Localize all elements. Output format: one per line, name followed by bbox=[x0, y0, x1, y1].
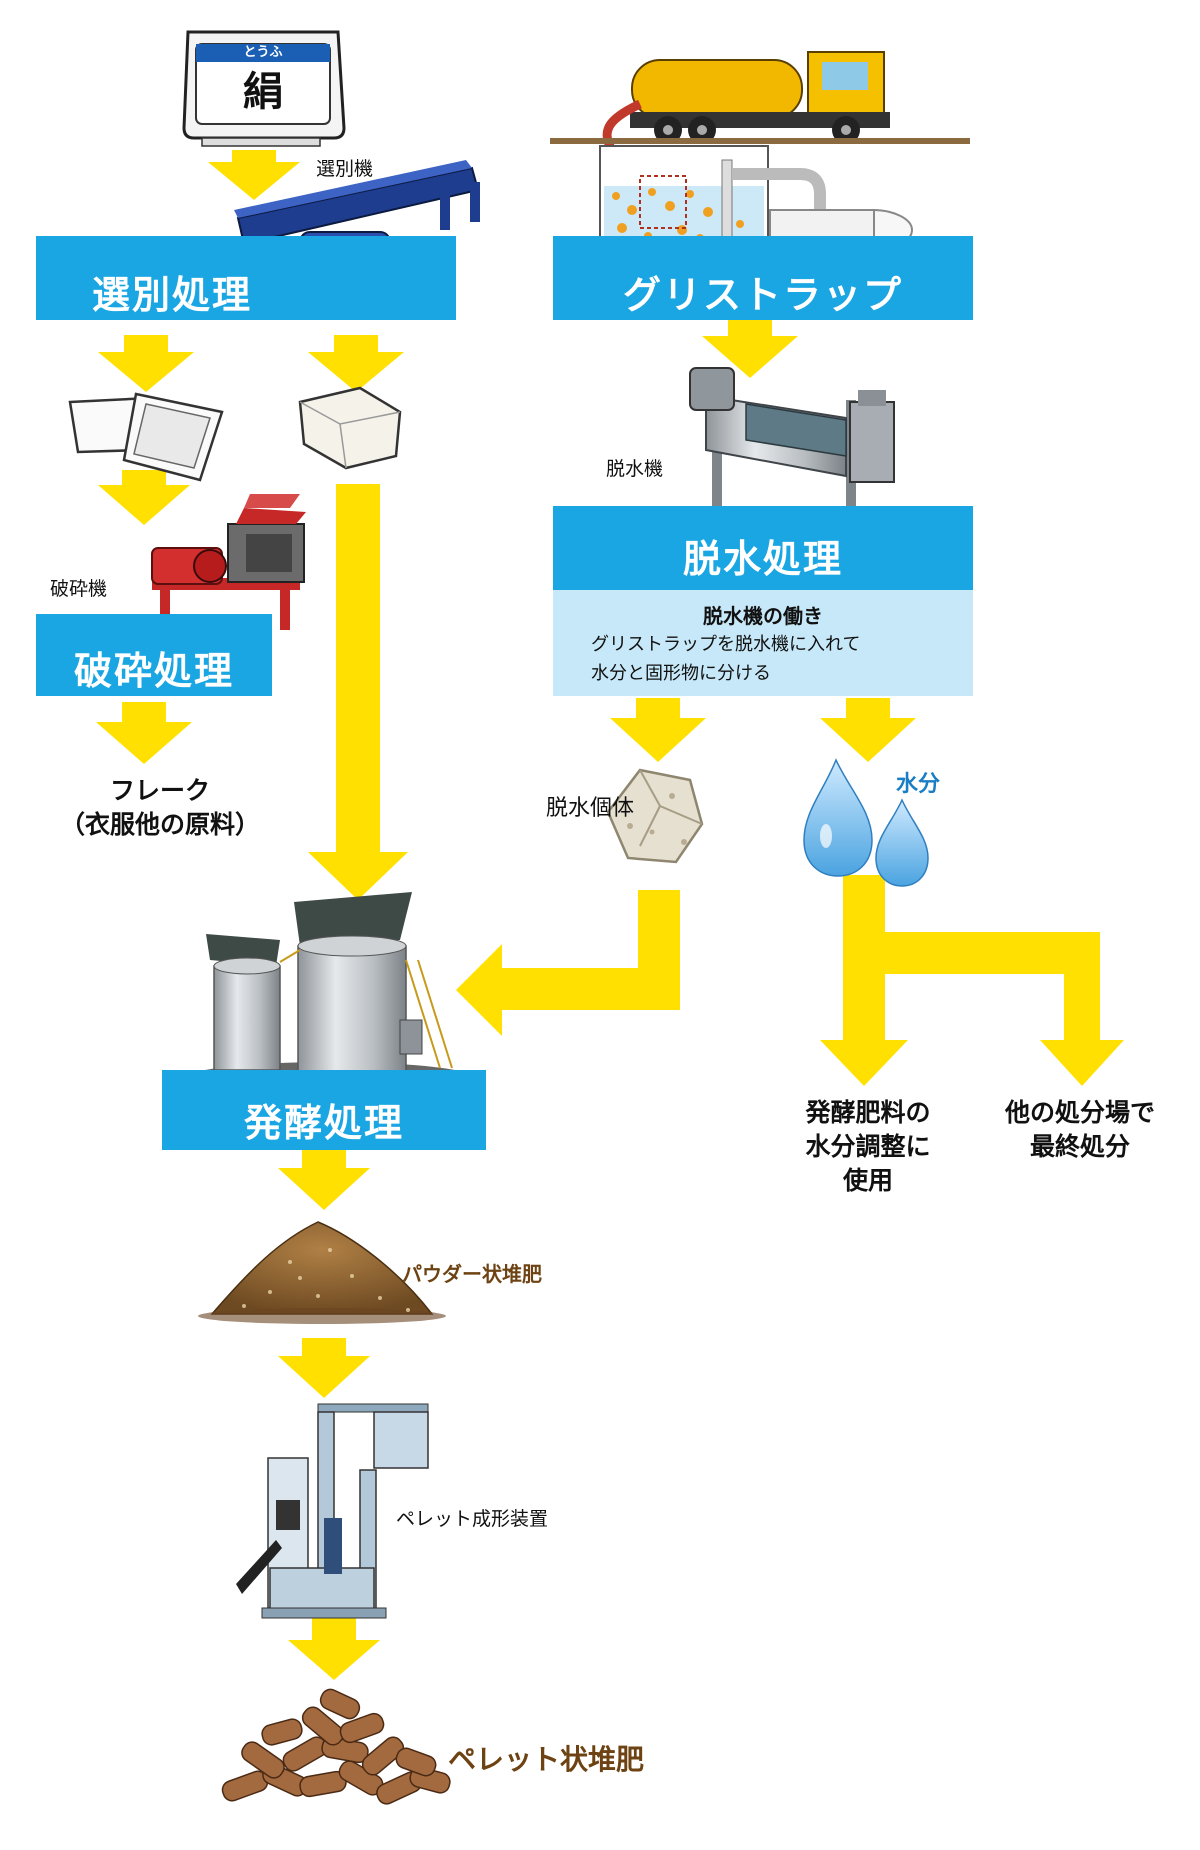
arrow-block-to-fermentation bbox=[308, 484, 408, 900]
tofu-pack-icon bbox=[182, 30, 346, 147]
screw-press-dehydrator-icon bbox=[689, 367, 906, 520]
plastic-tray-icon bbox=[68, 392, 224, 482]
arrow-tray-to-crusher bbox=[98, 470, 190, 525]
process-dehydration: 脱水処理 bbox=[553, 506, 973, 590]
final-disposal-label: 他の処分場で 最終処分 bbox=[980, 1096, 1180, 1164]
crusher-machine-icon bbox=[151, 494, 306, 630]
flow-arrows bbox=[96, 150, 1124, 1680]
process-sorting: 選別処理 bbox=[36, 236, 456, 320]
arrow-grease-to-dehydrator bbox=[702, 320, 798, 378]
arrow-crushing-to-flake bbox=[96, 702, 192, 764]
arrow-sorting-to-block bbox=[308, 335, 404, 392]
sorter-label: 選別機 bbox=[316, 158, 374, 180]
dehydrator-label: 脱水機 bbox=[606, 458, 664, 480]
flake-line2: （衣服他の原料） bbox=[59, 810, 260, 839]
arrow-tofu-to-sorting bbox=[208, 150, 300, 200]
fertilizer-use-label: 発酵肥料の 水分調整に 使用 bbox=[768, 1096, 968, 1198]
tofu-block-icon bbox=[298, 386, 402, 470]
dehydrator-note: 脱水機の働き グリストラップを脱水機に入れて 水分と固形物に分ける bbox=[553, 590, 973, 696]
fertilizer-line1: 発酵肥料の bbox=[805, 1098, 931, 1127]
process-grease-trap: グリストラップ bbox=[553, 236, 973, 320]
dehydrator-note-description: グリストラップを脱水機に入れて 水分と固形物に分ける bbox=[591, 630, 860, 688]
arrow-water-split bbox=[820, 875, 1124, 1086]
pellet-compost-label: ペレット状堆肥 bbox=[448, 1743, 645, 1776]
crusher-label: 破砕機 bbox=[50, 578, 108, 600]
water-label: 水分 bbox=[896, 772, 941, 797]
process-dehydration-label: 脱水処理 bbox=[682, 537, 843, 581]
process-sorting-label: 選別処理 bbox=[92, 273, 253, 317]
grease-trap-tank-icon bbox=[599, 145, 913, 251]
powder-compost-label: パウダー状堆肥 bbox=[402, 1262, 542, 1286]
water-drop-icon bbox=[803, 758, 929, 887]
dehydrator-note-line2: 水分と固形物に分ける bbox=[591, 663, 771, 684]
pellet-machine-icon bbox=[236, 1403, 429, 1619]
pellet-machine-label: ペレット成形装置 bbox=[396, 1508, 549, 1530]
vacuum-truck-icon bbox=[550, 51, 970, 212]
fertilizer-line2: 水分調整に bbox=[805, 1132, 931, 1161]
process-crushing: 破砕処理 bbox=[36, 614, 272, 696]
dehydrated-solid-label: 脱水個体 bbox=[546, 796, 635, 821]
dehydrated-solid-icon bbox=[606, 768, 704, 864]
arrow-fermentation-to-powder bbox=[278, 1150, 370, 1210]
process-fermentation-label: 発酵処理 bbox=[243, 1101, 404, 1145]
tofu-pack-header: とうふ bbox=[243, 45, 283, 60]
arrow-solid-to-fermentation bbox=[456, 890, 680, 1036]
compost-pile-icon bbox=[198, 1221, 446, 1324]
fermentation-tank-icon bbox=[180, 892, 480, 1098]
arrow-pellet-machine-to-pellets bbox=[288, 1618, 380, 1680]
fertilizer-line3: 使用 bbox=[842, 1166, 893, 1195]
flake-line1: フレーク bbox=[109, 776, 210, 805]
tofu-pack-name: 絹 bbox=[243, 68, 283, 115]
arrow-sorting-to-tray bbox=[98, 335, 194, 392]
disposal-line2: 最終処分 bbox=[1029, 1132, 1130, 1161]
disposal-line1: 他の処分場で bbox=[1004, 1098, 1155, 1127]
arrow-dehydration-to-water bbox=[820, 698, 916, 762]
flake-output-label: フレーク （衣服他の原料） bbox=[40, 774, 280, 842]
dehydrator-note-line1: グリストラップを脱水機に入れて bbox=[591, 634, 861, 655]
pellet-pile-icon bbox=[221, 1688, 451, 1805]
arrow-powder-to-pellet-machine bbox=[278, 1338, 370, 1398]
process-crushing-label: 破砕処理 bbox=[73, 649, 234, 693]
process-fermentation: 発酵処理 bbox=[162, 1070, 486, 1150]
dehydrator-note-title: 脱水機の働き bbox=[703, 604, 823, 628]
process-grease-trap-label: グリストラップ bbox=[622, 273, 903, 317]
arrow-dehydration-to-solid bbox=[610, 698, 706, 762]
